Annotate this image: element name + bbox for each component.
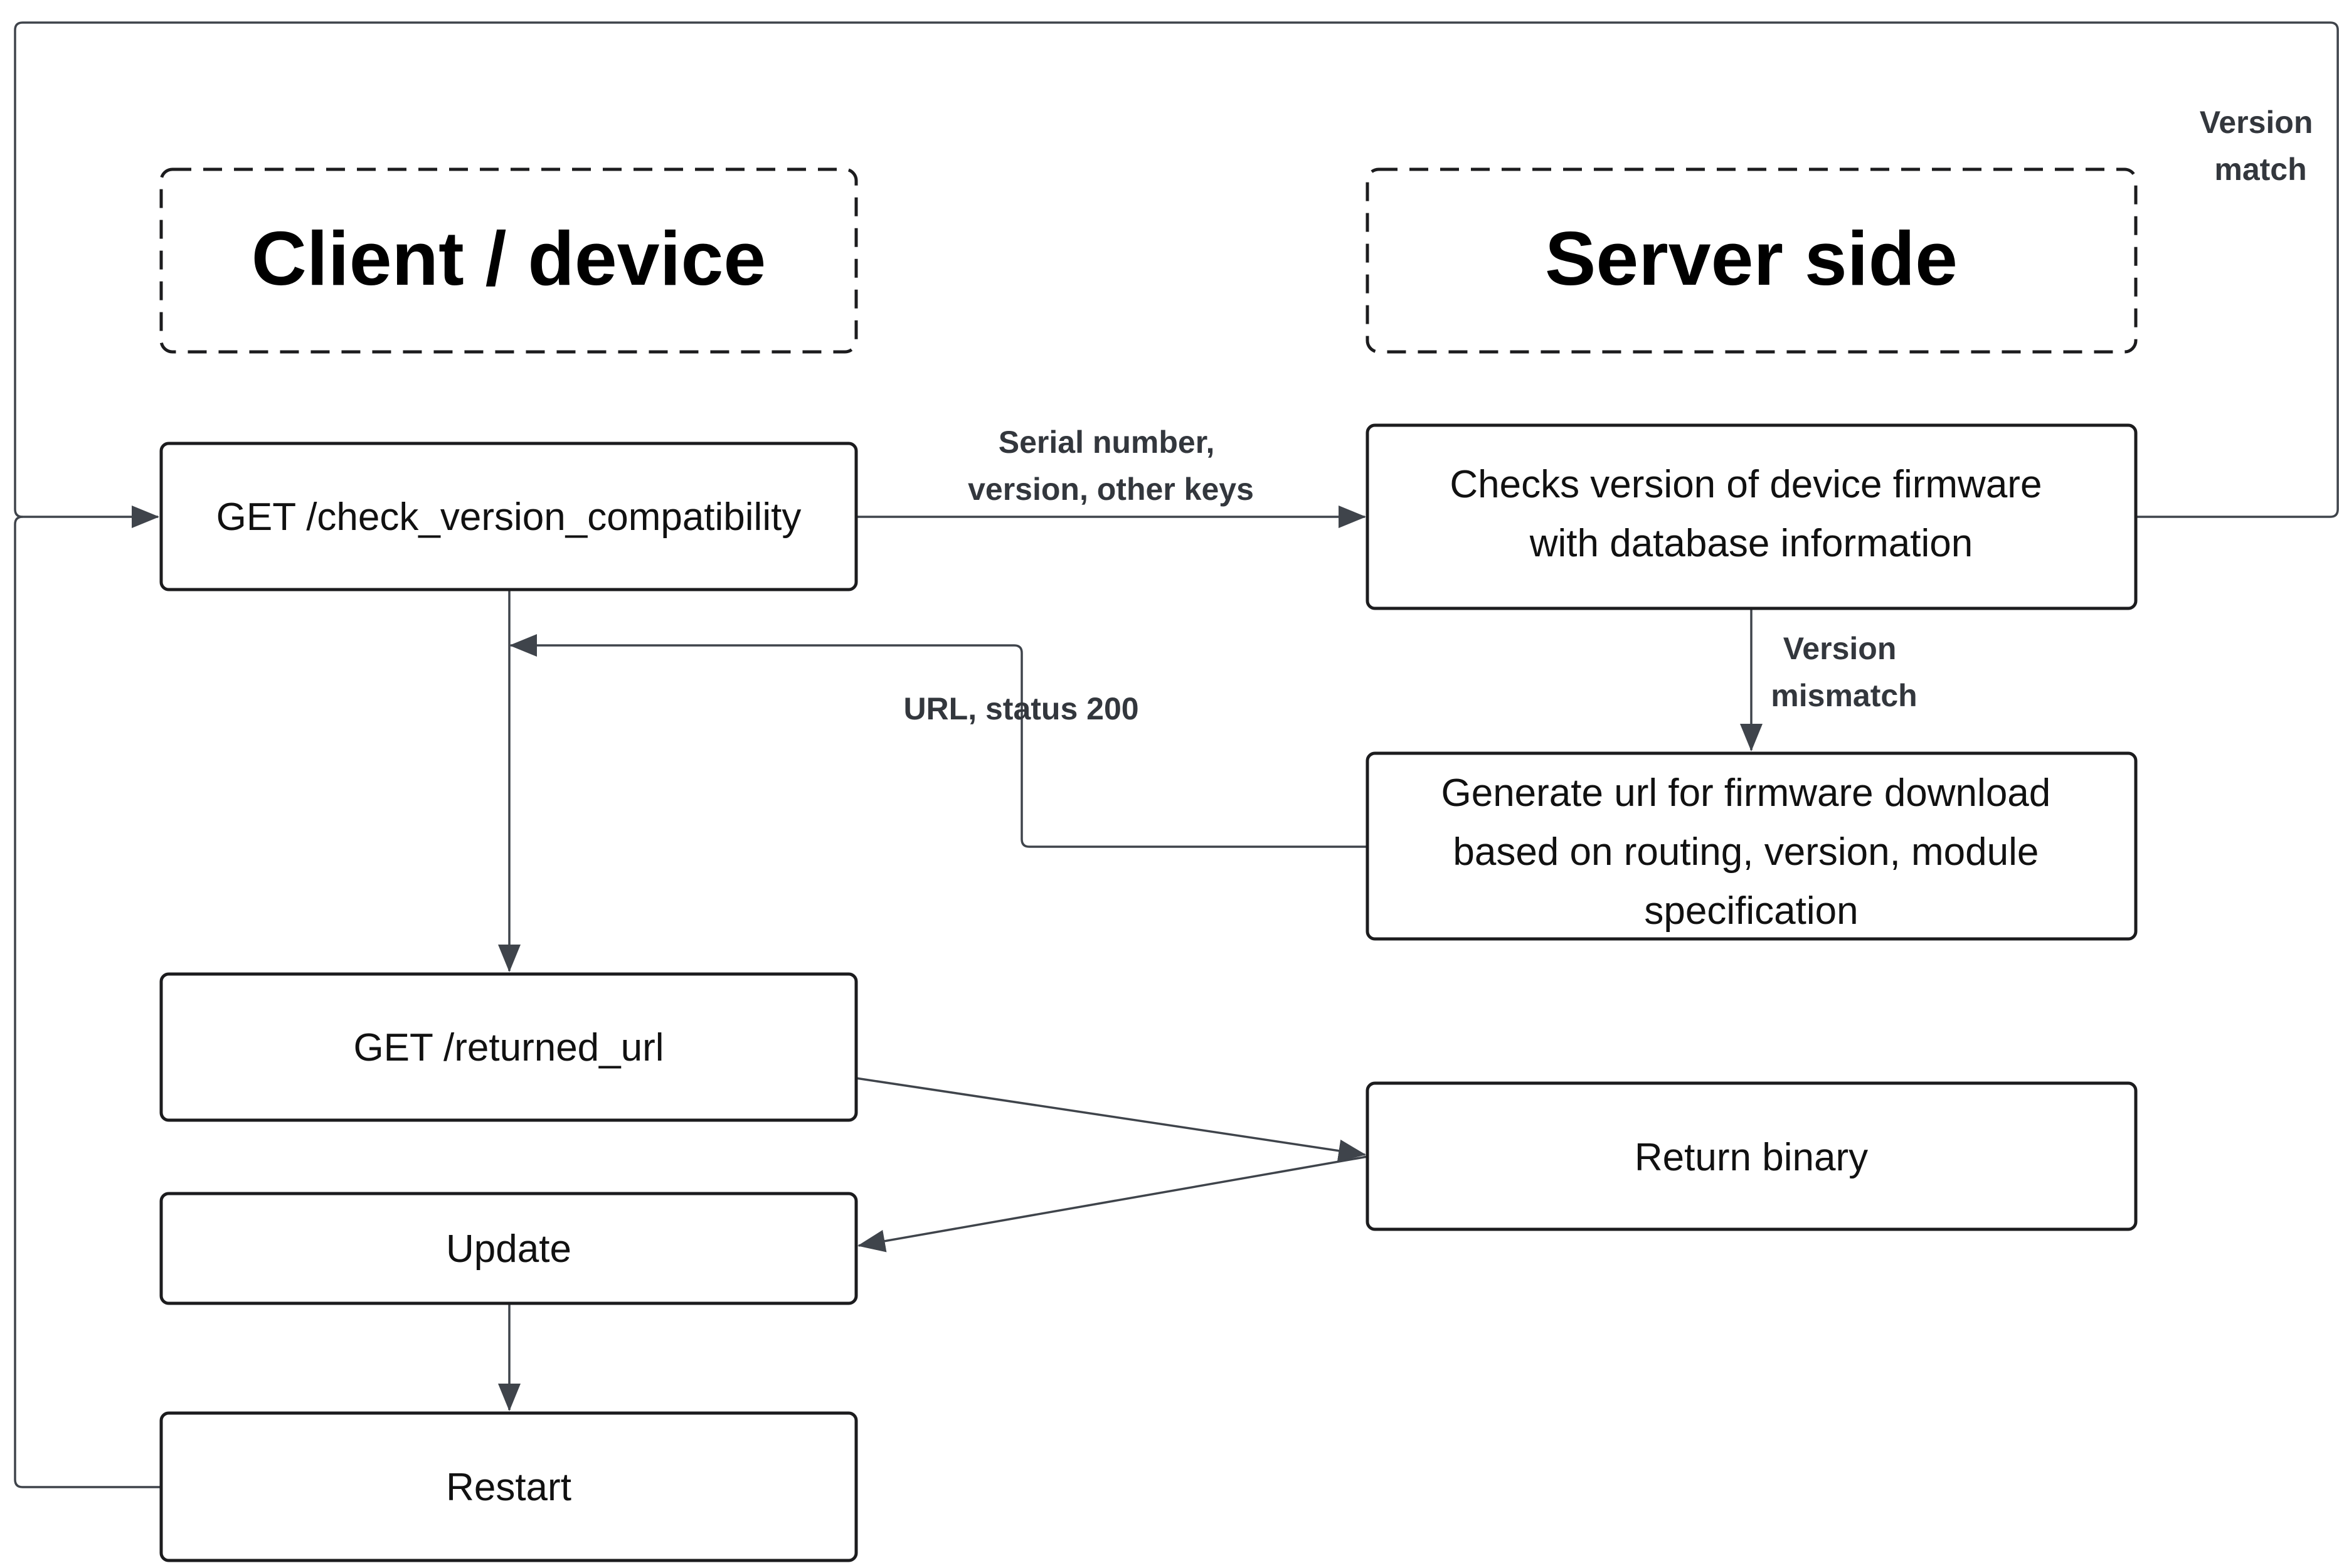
returned-url-node[interactable]: GET /returned_url: [159, 972, 858, 1122]
check-version-label: GET /check_version_compatibility: [216, 495, 802, 539]
edge-url-status: [509, 634, 1367, 848]
generate-url-line-1: Generate url for firmware download: [1441, 771, 2050, 815]
version-mismatch-line-1: Version: [1783, 631, 1897, 666]
edge-to-update: [857, 1155, 1368, 1253]
svg-text:Checks version of device firmw: Checks version of device firmware with d…: [1450, 463, 2052, 565]
version-match-line-1: Version: [2200, 105, 2313, 140]
restart-node[interactable]: Restart: [159, 1411, 858, 1562]
server-check-node[interactable]: Checks version of device firmware with d…: [1366, 423, 2138, 610]
version-mismatch-label: Version mismatch: [1771, 631, 1917, 713]
request-label-line-1: Serial number,: [999, 425, 1215, 460]
restart-label: Restart: [446, 1466, 571, 1509]
update-node[interactable]: Update: [159, 1192, 858, 1305]
server-header: Server side: [1366, 167, 2138, 354]
returned-url-label: GET /returned_url: [353, 1026, 664, 1069]
version-match-line-2: match: [2214, 152, 2306, 187]
url-status-label: URL, status 200: [903, 691, 1138, 726]
edge-to-return-binary: [856, 1077, 1366, 1162]
client-header-title: Client / device: [252, 216, 766, 301]
server-check-line-2: with database information: [1529, 522, 1973, 565]
check-version-node[interactable]: GET /check_version_compatibility: [159, 442, 858, 591]
version-match-label: Version match: [2200, 105, 2322, 187]
server-header-title: Server side: [1545, 216, 1958, 301]
update-label: Update: [446, 1227, 571, 1271]
request-label: Serial number, version, other keys: [968, 425, 1254, 507]
edge-restart-loop: [14, 516, 160, 1488]
version-mismatch-line-2: mismatch: [1771, 678, 1917, 713]
return-binary-node[interactable]: Return binary: [1366, 1081, 2138, 1231]
generate-url-line-2: based on routing, version, module: [1453, 830, 2039, 874]
generate-url-line-3: specification: [1644, 889, 1858, 933]
request-label-line-2: version, other keys: [968, 472, 1254, 507]
server-check-line-1: Checks version of device firmware: [1450, 463, 2042, 506]
svg-text:Generate url for firmware down: Generate url for firmware download based…: [1441, 771, 2061, 933]
edge-version-match-loop: [14, 21, 2339, 528]
return-binary-label: Return binary: [1635, 1136, 1868, 1179]
generate-url-node[interactable]: Generate url for firmware download based…: [1366, 751, 2138, 941]
client-header: Client / device: [159, 167, 858, 354]
